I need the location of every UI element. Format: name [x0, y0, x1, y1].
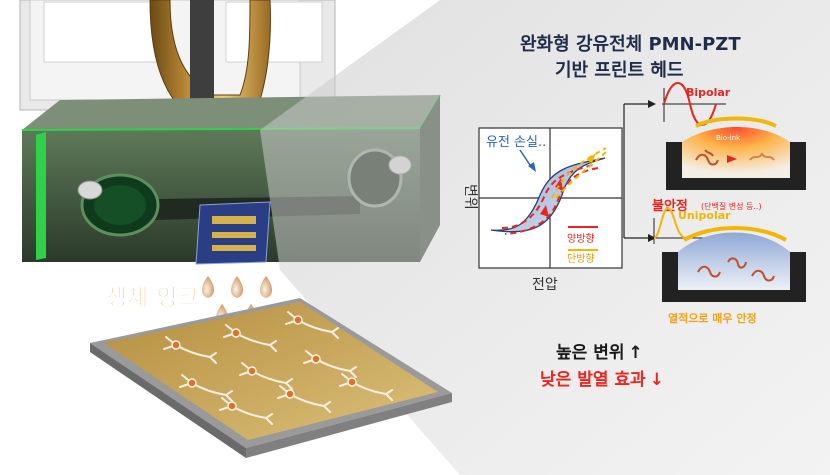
neuron-cell [303, 350, 357, 378]
y-axis-label: 변위 [462, 184, 478, 210]
neuron-cell [339, 373, 393, 401]
unipolar-status: 열적으로 매우 안정 [668, 311, 757, 325]
title-line1: 완화형 강유전체 PMN-PZT [520, 34, 741, 55]
bipolar-status: 불안정 [652, 198, 688, 214]
summary-low-heating: 낮은 발열 효과↓ [540, 370, 664, 390]
neuron-cell [277, 385, 331, 413]
neuron-cell [219, 397, 273, 425]
substrate [90, 298, 452, 458]
neuron-cell [285, 311, 339, 339]
summary-high-displacement: 높은 변위↑ [556, 343, 643, 363]
bipolar-note: (단백질 변성 등..) [701, 201, 762, 211]
neuron-cells [163, 311, 393, 425]
bipolar-signal-label: Bipolar [686, 86, 731, 99]
hysteresis-plot [478, 127, 623, 269]
unipolar-chamber [662, 226, 806, 302]
bioink-label: 생체 잉크 [106, 285, 199, 311]
title-line2: 기반 프린트 헤드 [555, 60, 683, 81]
unipolar-signal-icon [652, 206, 712, 244]
connector-arrows [623, 100, 656, 242]
neuron-cell [163, 336, 217, 364]
dielectric-loss-label: 유전 손실.. [486, 135, 546, 150]
svg-text:Bio-ink: Bio-ink [716, 134, 741, 142]
bipolar-chamber: Bio-ink [666, 116, 806, 190]
x-axis-label: 전압 [532, 277, 558, 293]
legend-bipolar: 양방향 [567, 233, 595, 245]
unipolar-signal-label: Unipolar [678, 209, 731, 222]
neuron-cell [223, 324, 277, 352]
neuron-cell [179, 374, 233, 402]
legend-unipolar: 단방향 [567, 253, 595, 265]
neuron-cell [239, 362, 293, 390]
